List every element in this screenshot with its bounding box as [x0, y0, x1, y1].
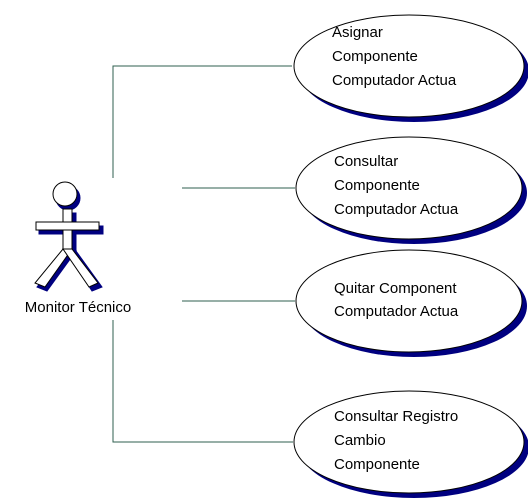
use-case-text-clip: Consultar Registro Cambio Componente — [334, 408, 458, 473]
use-case-ellipse — [293, 14, 525, 118]
use-case-label-line: Componente — [334, 177, 420, 194]
use-case-text-clip: Quitar Component Computador Actua — [334, 280, 459, 320]
use-case-asignar-componente[interactable]: Asignar Componente Computador Actua — [293, 14, 528, 122]
use-case-ellipse — [293, 390, 525, 494]
use-case-ellipse — [295, 249, 523, 353]
actor-figure — [34, 181, 104, 292]
use-case-label-line: Computador Actua — [332, 72, 457, 89]
associations — [112, 65, 295, 443]
actor-body — [34, 181, 100, 288]
actor-label: Monitor Técnico — [25, 299, 131, 316]
use-case-ellipse — [295, 136, 523, 240]
use-case-label-line: Consultar Registro — [334, 408, 458, 425]
use-case-label-line: Asignar — [332, 24, 383, 41]
use-case-text-clip: Asignar Componente Computador Actua — [332, 24, 457, 89]
use-case-label-line: Computador Actua — [334, 303, 459, 320]
use-case-consultar-registro[interactable]: Consultar Registro Cambio Componente — [293, 390, 528, 498]
use-case-text-clip: Consultar Componente Computador Actua — [334, 153, 459, 218]
use-case-quitar-componente[interactable]: Quitar Component Computador Actua — [295, 249, 527, 357]
use-case-label-line: Componente — [332, 48, 418, 65]
use-case-label-line: Computador Actua — [334, 201, 459, 218]
use-case-label-line: Quitar Component — [334, 280, 457, 297]
use-case-consultar-componente[interactable]: Consultar Componente Computador Actua — [295, 136, 527, 244]
use-case-label-line: Componente — [334, 456, 420, 473]
use-case-label-line: Consultar — [334, 153, 398, 170]
use-case-label-line: Cambio — [334, 432, 386, 449]
association-line-consultar-registro — [112, 320, 293, 443]
association-line-asignar — [112, 65, 292, 178]
